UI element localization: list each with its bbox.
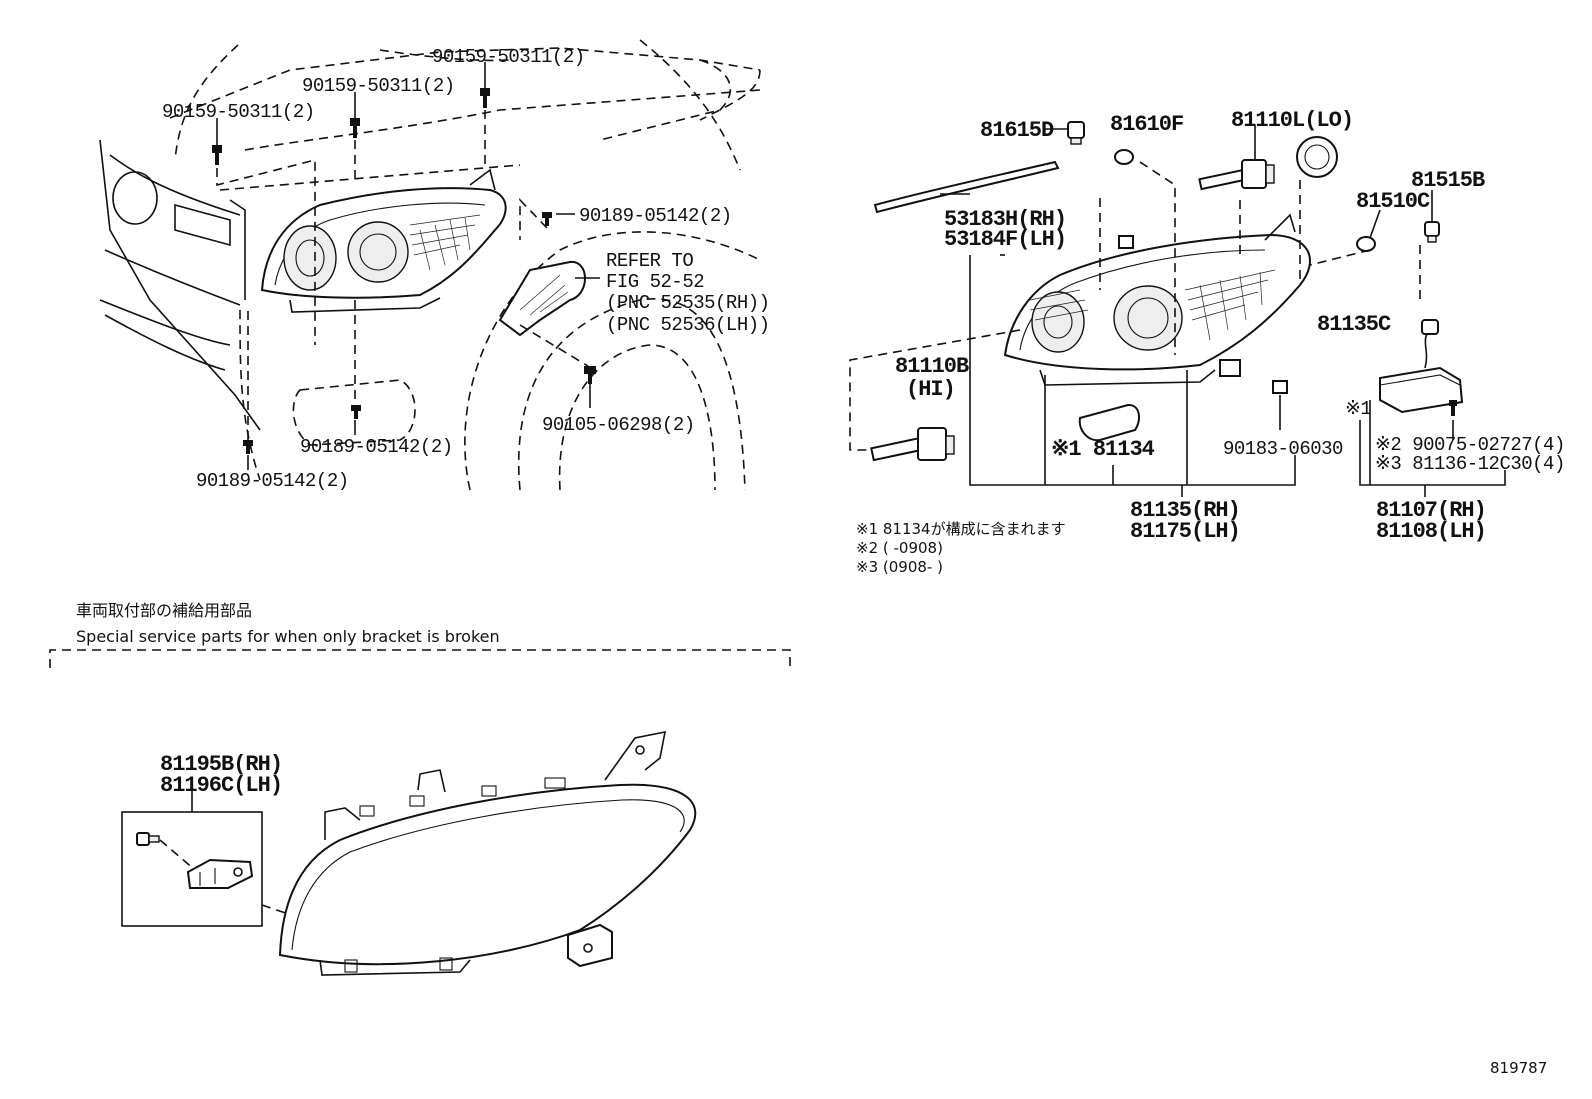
callout-clip-bottom-center: 90189-05142(2): [300, 436, 453, 458]
socket-icon: [1067, 121, 1085, 145]
bolt-icon: [136, 832, 160, 846]
callout-bolt-middle: 90159-50311(2): [302, 75, 455, 97]
callout-mark-1: ※1: [1345, 398, 1371, 420]
screw-icon: [1449, 400, 1457, 416]
callout-81135-rh: 81135(RH): [1130, 498, 1240, 523]
callout-53183h: 53183H(RH): [944, 207, 1066, 232]
callout-81136-12c30: ※3 81136-12C30(4): [1375, 453, 1565, 475]
callout-81615d: 81615D: [980, 118, 1054, 143]
bolt-icon: [584, 366, 596, 384]
high-beam-bulb-icon: [870, 427, 955, 462]
callout-81610f: 81610F: [1110, 112, 1183, 137]
callout-bracket-bolt: 90105-06298(2): [542, 414, 695, 436]
callout-81110b-hi: (HI): [906, 377, 955, 402]
callout-clip-right: 90189-05142(2): [579, 205, 732, 227]
diagram-number: 819787: [1490, 1059, 1547, 1077]
socket-icon: [1424, 221, 1440, 243]
callout-90075-02727: ※2 90075-02727(4): [1375, 434, 1565, 456]
callout-bolt-top: 90159-50311(2): [432, 46, 585, 68]
callout-53184f: 53184F(LH): [944, 227, 1066, 252]
callout-81107-rh: 81107(RH): [1376, 498, 1486, 523]
callout-bolt-left: 90159-50311(2): [162, 101, 315, 123]
section-title-en: Special service parts for when only brac…: [76, 627, 500, 646]
callout-81515b: 81515B: [1411, 168, 1485, 193]
callout-90183-06030: 90183-06030: [1223, 438, 1343, 460]
bulb-icon: [1114, 149, 1134, 165]
refer-line-2: FIG 52-52: [606, 271, 704, 293]
bolt-icon: [212, 145, 222, 165]
callout-81110l: 81110L(LO): [1231, 108, 1353, 133]
refer-line-1: REFER TO: [606, 250, 693, 272]
clip-icon: [542, 212, 552, 226]
vehicle-front-illustration: [99, 39, 761, 491]
callout-81108-lh: 81108(LH): [1376, 519, 1486, 544]
bolt-icon: [480, 88, 490, 108]
clip-icon: [243, 440, 253, 454]
callout-81196c-lh: 81196C(LH): [160, 773, 282, 798]
callout-81135c: 81135C: [1317, 312, 1391, 337]
callout-81110b: 81110B: [895, 354, 969, 379]
callout-81195b-rh: 81195B(RH): [160, 752, 282, 777]
bulb-icon: [1356, 236, 1376, 252]
low-beam-bulb-icon: [1198, 159, 1275, 191]
section-title-jp: 車両取付部の補給用部品: [76, 601, 252, 620]
replacement-bracket-headlamp: [121, 730, 697, 976]
ballast-module-icon: [1379, 319, 1464, 414]
bolt-icon: [350, 118, 360, 138]
bracket-icon: [186, 858, 254, 889]
callout-81175-lh: 81175(LH): [1130, 519, 1240, 544]
refer-line-3: (PNC 52535(RH)): [606, 292, 770, 314]
callout-81510c: 81510C: [1356, 189, 1430, 214]
callout-clip-bottom-left: 90189-05142(2): [196, 470, 349, 492]
refer-line-4: (PNC 52536(LH)): [606, 314, 770, 336]
footnote-3: ※3 (0908- ): [856, 558, 943, 576]
clip-icon: [351, 405, 361, 419]
clip-icon: [1272, 380, 1288, 394]
footnote-2: ※2 ( -0908): [856, 539, 943, 557]
callout-81134: ※1 81134: [1051, 437, 1155, 462]
section-divider: [49, 649, 791, 668]
headlamp-exploded-view: [849, 121, 1506, 497]
footnote-1: ※1 81134が構成に含まれます: [856, 520, 1066, 538]
bulb-cover-icon: [1296, 136, 1338, 178]
